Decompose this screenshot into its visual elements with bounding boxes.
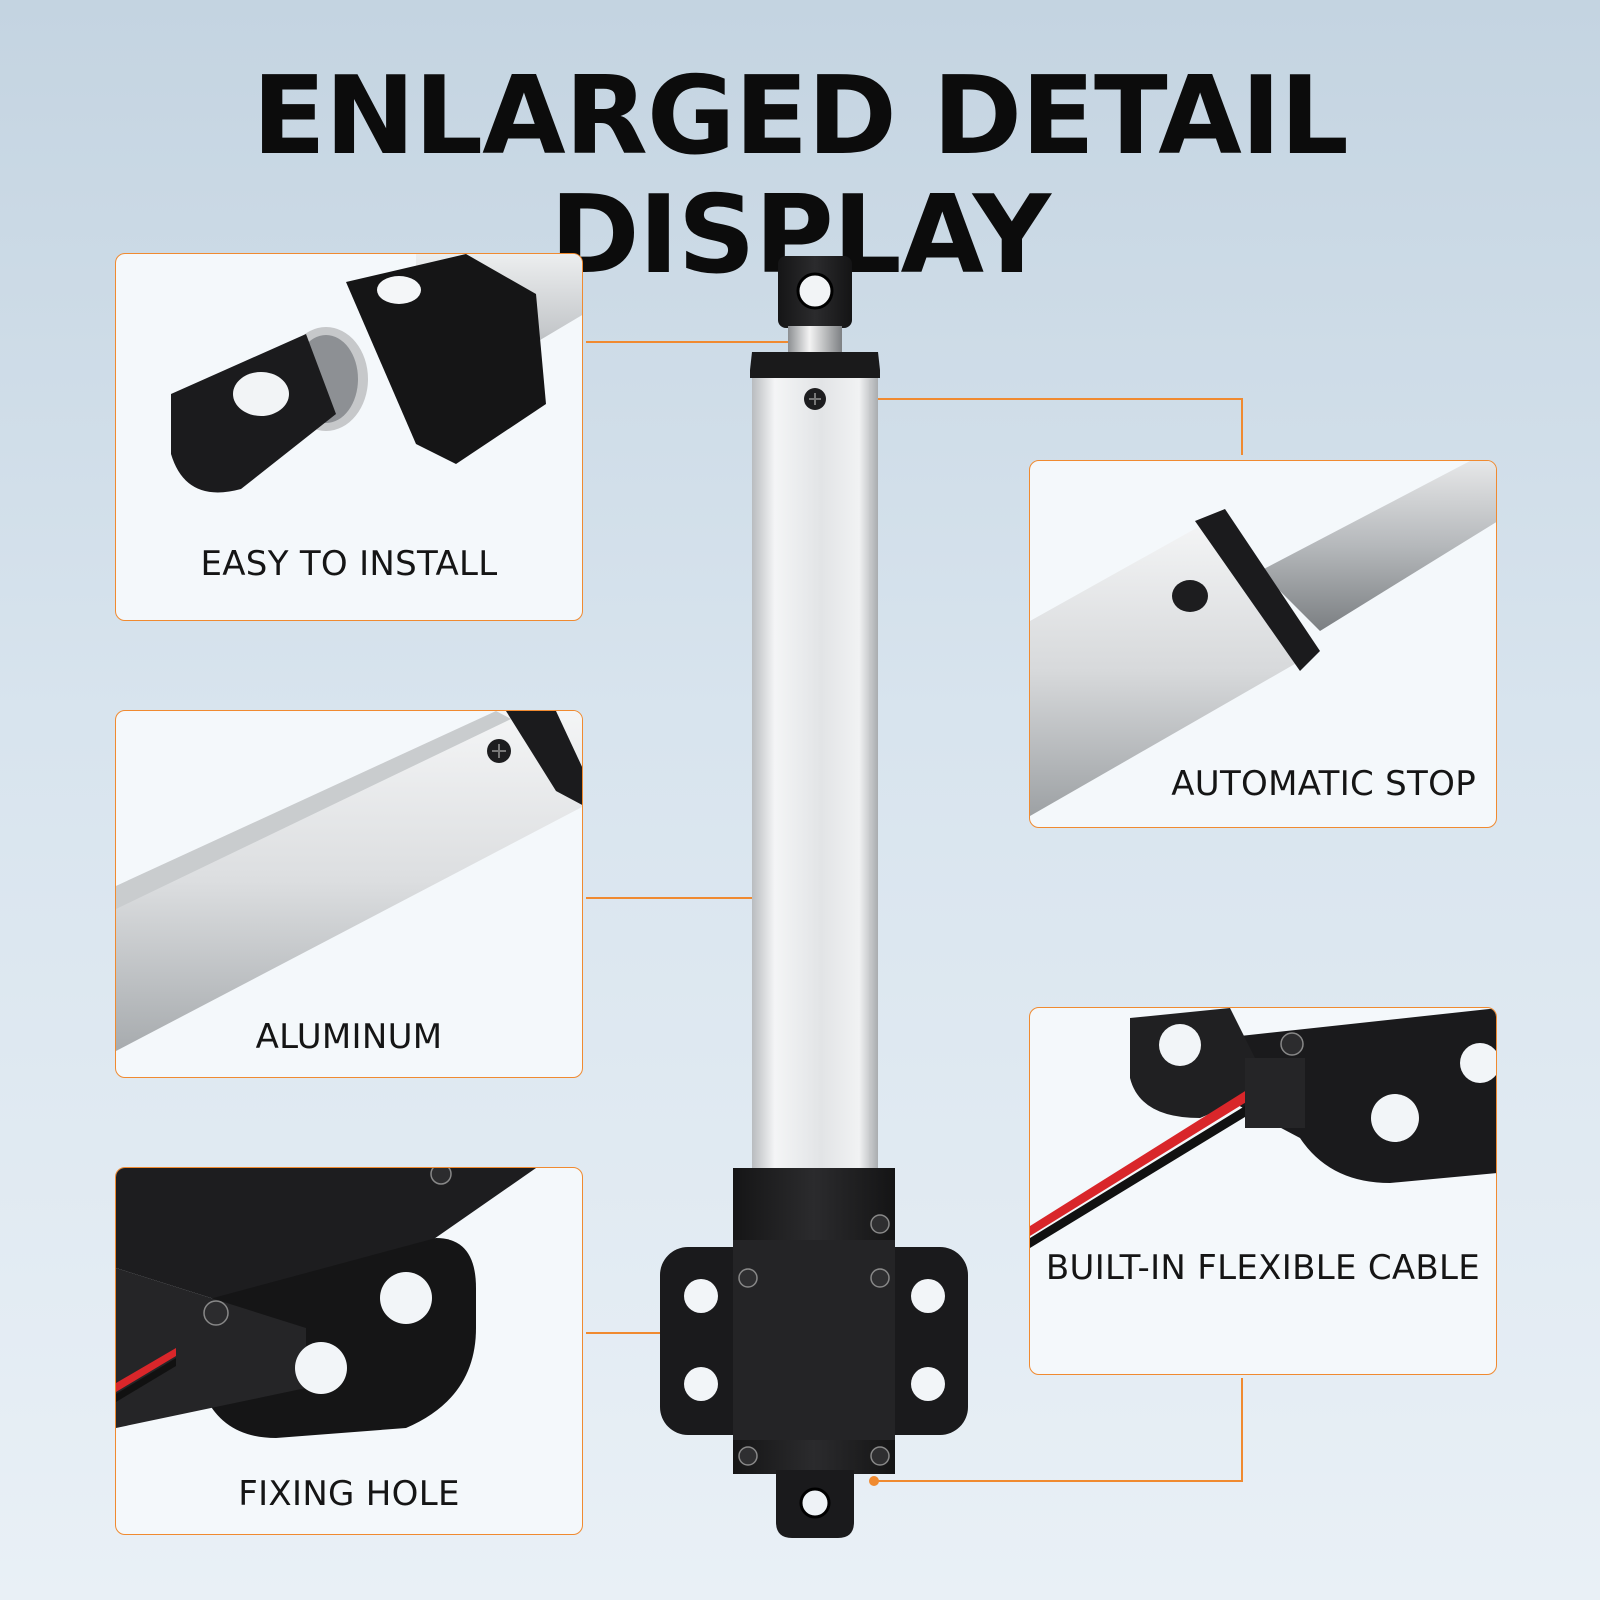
- tube-end-cap-closeup-image: [1030, 461, 1496, 816]
- page-title: ENLARGED DETAIL DISPLAY: [252, 54, 1349, 298]
- panel-easy-to-install: EASY TO INSTALL: [115, 253, 583, 621]
- panel-built-in-flexible-cable: BUILT-IN FLEXIBLE CABLE: [1029, 1007, 1497, 1375]
- panel-aluminum: ALUMINUM: [115, 710, 583, 1078]
- motor-cable-closeup-image: [1030, 1008, 1496, 1248]
- caption-automatic-stop: AUTOMATIC STOP: [1171, 764, 1476, 804]
- aluminum-tube: [752, 378, 878, 1178]
- aluminum-tube-closeup-image: [116, 711, 582, 1051]
- motor-housing: [660, 1168, 968, 1538]
- caption-easy-to-install: EASY TO INSTALL: [200, 544, 498, 584]
- caption-built-in-flexible-cable: BUILT-IN FLEXIBLE CABLE: [1045, 1248, 1481, 1288]
- rod-end-clevis: [778, 256, 852, 354]
- mounting-bracket-closeup-image: [116, 1168, 536, 1438]
- panel-automatic-stop: AUTOMATIC STOP: [1029, 460, 1497, 828]
- caption-aluminum: ALUMINUM: [255, 1017, 443, 1057]
- screw-heads: [738, 1214, 890, 1466]
- caption-fixing-hole: FIXING HOLE: [238, 1474, 460, 1514]
- panel-fixing-hole: FIXING HOLE: [115, 1167, 583, 1535]
- rod-end-closeup-image: [171, 254, 582, 493]
